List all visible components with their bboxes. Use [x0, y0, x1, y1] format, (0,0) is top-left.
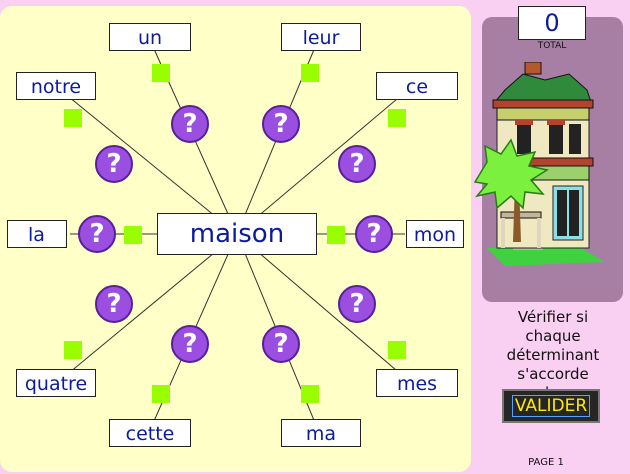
word-ma[interactable]: ma	[281, 419, 361, 447]
score-label: TOTAL	[537, 41, 567, 51]
question-bubble-mon[interactable]: ?	[355, 215, 393, 253]
answer-square-mes[interactable]	[388, 341, 406, 359]
question-bubble-leur[interactable]: ?	[262, 105, 300, 143]
question-bubble-ma[interactable]: ?	[262, 325, 300, 363]
answer-square-quatre[interactable]	[64, 341, 82, 359]
word-un[interactable]: un	[109, 23, 191, 51]
question-bubble-ce[interactable]: ?	[338, 145, 376, 183]
word-cette[interactable]: cette	[109, 419, 191, 447]
instruction-line-2: chaque déterminant	[506, 327, 600, 364]
word-mes[interactable]: mes	[376, 369, 458, 397]
score-value: 0	[518, 6, 586, 40]
page-indicator: PAGE 1	[528, 457, 564, 468]
question-bubble-la[interactable]: ?	[78, 215, 116, 253]
valider-button[interactable]: VALIDER	[502, 389, 600, 423]
word-quatre[interactable]: quatre	[16, 369, 96, 397]
answer-square-leur[interactable]	[301, 64, 319, 82]
instruction-line-1: Vérifier si	[517, 308, 589, 326]
word-leur[interactable]: leur	[281, 23, 361, 51]
answer-square-notre[interactable]	[64, 109, 82, 127]
valider-button-label: VALIDER	[511, 395, 591, 417]
question-bubble-mes[interactable]: ?	[338, 285, 376, 323]
word-ce[interactable]: ce	[376, 72, 458, 100]
question-bubble-notre[interactable]: ?	[95, 145, 133, 183]
answer-square-un[interactable]	[152, 64, 170, 82]
answer-square-la[interactable]	[124, 226, 142, 244]
question-bubble-un[interactable]: ?	[171, 105, 209, 143]
question-bubble-quatre[interactable]: ?	[95, 285, 133, 323]
answer-square-cette[interactable]	[152, 385, 170, 403]
center-noun: maison	[157, 213, 317, 255]
answer-square-mon[interactable]	[327, 226, 345, 244]
answer-square-ma[interactable]	[301, 385, 319, 403]
word-la[interactable]: la	[7, 220, 67, 248]
question-bubble-cette[interactable]: ?	[171, 325, 209, 363]
house-illustration	[473, 62, 605, 266]
answer-square-ce[interactable]	[388, 109, 406, 127]
word-mon[interactable]: mon	[406, 220, 464, 248]
word-notre[interactable]: notre	[16, 72, 96, 100]
instruction-line-3: s'accorde	[517, 365, 589, 383]
